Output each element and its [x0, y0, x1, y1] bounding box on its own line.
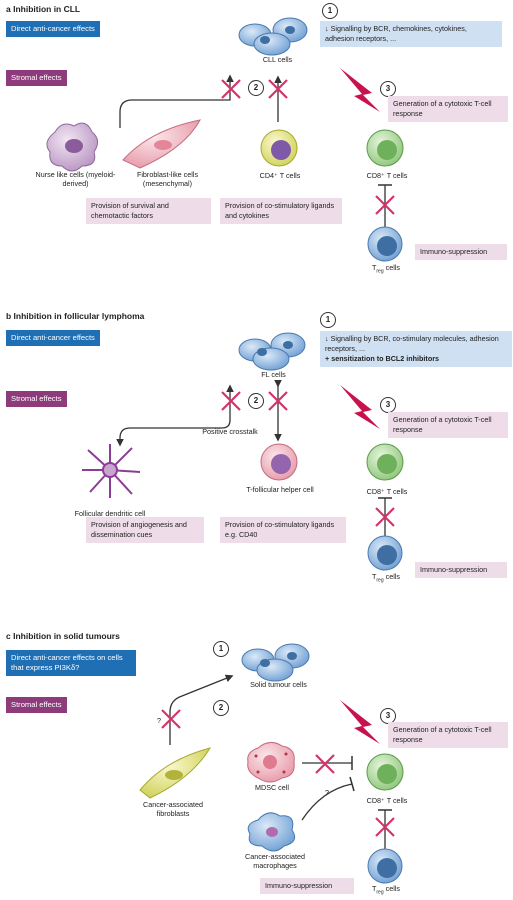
step-3-badge: 3: [380, 81, 396, 97]
step-1-badge-c: 1: [213, 641, 229, 657]
panel-b-costim-box: Provision of co-stimulatory ligands e.g.…: [220, 517, 346, 543]
follicular-dendritic-cell: [82, 444, 141, 498]
panel-b-signalling-box: ↓ Signalling by BCR, co-stimulary molecu…: [320, 331, 512, 367]
step-2-badge-b: 2: [248, 393, 264, 409]
treg-label-c: Treg cells: [371, 884, 400, 896]
fibroblast-cells-label: Fibroblast-like cells (mesenchymal): [136, 170, 199, 188]
cd8-t-cell-a: [366, 129, 404, 167]
panel-b-immuno-box: Immuno-suppression: [415, 562, 507, 578]
panel-b-angio-box: Provision of angiogenesis and disseminat…: [86, 517, 204, 543]
panel-a-immuno-box: Immuno-suppression: [415, 244, 507, 260]
step-2-badge: 2: [248, 80, 264, 96]
lightning-bolt-c: [340, 700, 380, 744]
tfh-cell: [260, 443, 298, 481]
cd8-cells-label-a: CD8⁺ T cells: [366, 171, 408, 180]
cd4-cells-label: CD4⁺ T cells: [259, 171, 301, 180]
panel-a-stromal-label: Stromal effects: [6, 70, 67, 86]
panel-b-generation-box: Generation of a cytotoxic T-cell respons…: [388, 412, 508, 438]
cd8-cells-label-c: CD8⁺ T cells: [366, 796, 408, 805]
inhibition-cross-c: [161, 709, 181, 729]
treg-label-a: Treg cells: [371, 263, 400, 275]
cancer-associated-fibroblast: [139, 747, 212, 799]
fl-cells-label: FL cells: [261, 370, 286, 379]
treg-cell-b: [367, 535, 403, 571]
panel-c-immuno-box: Immuno-suppression: [260, 878, 354, 894]
inhibition-cross-a-left: [221, 79, 241, 99]
panel-b-stromal-label: Stromal effects: [6, 391, 67, 407]
macrophage-cell: [247, 812, 296, 852]
cll-cells-cluster: [238, 17, 308, 56]
nurse-cells-label: Nurse like cells (myeloid-derived): [35, 170, 116, 188]
cd4-t-cell: [260, 129, 298, 167]
solid-tumour-cells-cluster: [241, 643, 310, 682]
panel-a-signalling-box: ↓ Signalling by BCR, chemokines, cytokin…: [320, 21, 502, 47]
treg-cell-c: [367, 848, 403, 884]
step-2-badge-c: 2: [213, 700, 229, 716]
step-1-badge-b: 1: [320, 312, 336, 328]
mdsc-cell: [247, 742, 295, 783]
cd8-t-cell-c: [366, 753, 404, 791]
macrophage-label: Cancer-associated macrophages: [245, 852, 305, 870]
panel-a-survival-box: Provision of survival and chemotactic fa…: [86, 198, 211, 224]
treg-label-b: Treg cells: [371, 572, 400, 584]
follicular-cell-label: Follicular dendritic cell: [74, 509, 146, 518]
panel-a-direct-label: Direct anti-cancer effects: [6, 21, 100, 37]
solid-tumour-label: Solid tumour cells: [250, 680, 307, 689]
panel-b-heading: b Inhibition in follicular lymphoma: [6, 311, 145, 321]
tfh-cell-label: T-follicular helper cell: [246, 485, 314, 494]
treg-cell-a: [367, 226, 403, 262]
question-mark-c-left: ?: [157, 716, 161, 725]
panel-a-costim-box: Provision of co-stimulatory ligands and …: [220, 198, 342, 224]
question-mark-c-right: ?: [325, 788, 329, 797]
panel-c-heading: c Inhibition in solid tumours: [6, 631, 120, 641]
inhibition-cross-a-right: [268, 79, 288, 99]
panel-b-direct-label: Direct anti-cancer effects: [6, 330, 100, 346]
lightning-bolt-b: [340, 385, 380, 429]
mdsc-label: MDSC cell: [255, 783, 289, 792]
inhibition-cross-b-right: [268, 391, 288, 411]
panel-c-direct-label: Direct anti-cancer effects on cells that…: [6, 650, 136, 676]
crosstalk-label: Positive crosstalk: [202, 427, 258, 436]
panel-a-heading: a Inhibition in CLL: [6, 4, 81, 14]
cll-cells-label: CLL cells: [262, 55, 293, 64]
caf-label: Cancer-associated fibroblasts: [143, 800, 203, 818]
panel-a-generation-box: Generation of a cytotoxic T-cell respons…: [388, 96, 508, 122]
inhibition-cross-b-left: [221, 391, 241, 411]
fibroblast-cell: [122, 119, 201, 169]
step-3-badge-b: 3: [380, 397, 396, 413]
step-1-badge: 1: [322, 3, 338, 19]
nurse-like-cell: [46, 122, 98, 172]
cd8-cells-label-b: CD8⁺ T cells: [366, 487, 408, 496]
fl-cells-cluster: [238, 332, 306, 371]
panel-c-generation-box: Generation of a cytotoxic T-cell respons…: [388, 722, 508, 748]
cd8-t-cell-b: [366, 443, 404, 481]
panel-c-stromal-label: Stromal effects: [6, 697, 67, 713]
lightning-bolt-a: [340, 68, 380, 112]
